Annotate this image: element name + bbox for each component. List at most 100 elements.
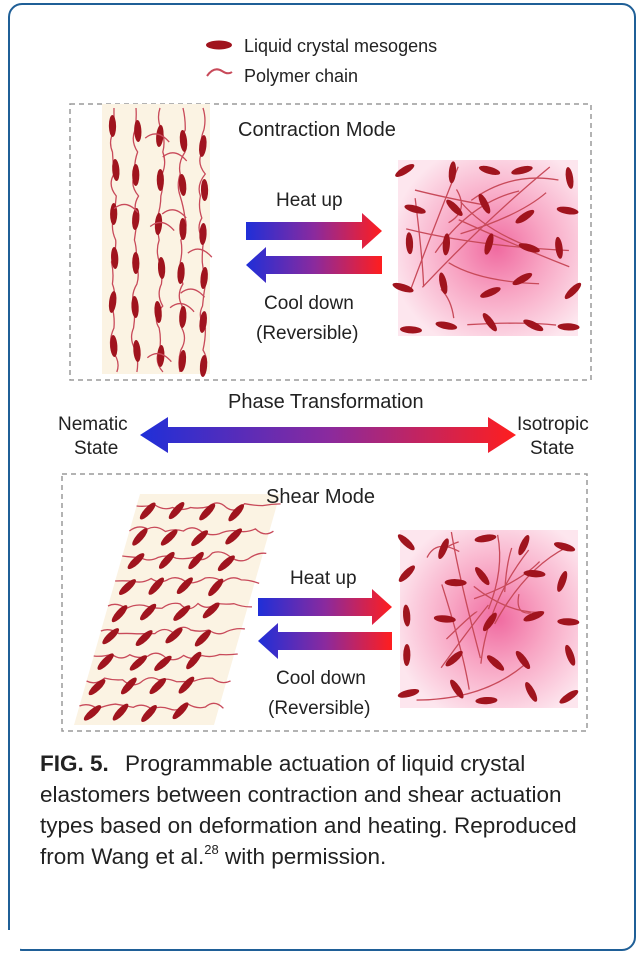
mesogen <box>525 682 538 702</box>
legend-polymer-icon <box>206 68 233 77</box>
mesogen <box>518 534 530 556</box>
mesogen <box>478 193 491 214</box>
polymer-chain <box>169 303 195 313</box>
mesogen <box>129 655 148 671</box>
mesogen <box>482 612 497 632</box>
polymer-chain <box>416 664 525 701</box>
mesogen <box>208 578 224 597</box>
mesogen <box>118 579 136 595</box>
shear-panel-border <box>61 473 588 732</box>
polymer-chain <box>86 677 231 686</box>
mesogen <box>83 705 102 721</box>
polymer-chain <box>467 322 557 326</box>
mesogen <box>141 704 157 722</box>
mesogen <box>553 542 576 552</box>
mesogen <box>112 159 120 181</box>
polymer-chain <box>130 107 140 373</box>
mesogen <box>474 534 497 543</box>
polymer-chain <box>441 584 470 690</box>
mesogen <box>438 538 449 559</box>
figure-caption: FIG. 5. Programmable actuation of liquid… <box>40 748 615 872</box>
polymer-chain <box>473 561 541 600</box>
polymer-chain <box>162 152 188 162</box>
mesogen <box>475 567 490 586</box>
mesogen <box>176 577 193 595</box>
mesogen <box>518 243 540 253</box>
mesogen <box>557 571 568 592</box>
mesogen <box>154 655 172 671</box>
mesogen <box>139 502 156 520</box>
mesogen <box>133 340 141 362</box>
polymer-chain <box>440 604 489 669</box>
mesogen <box>439 272 448 295</box>
mesogen <box>132 528 148 546</box>
polymer-chain <box>504 547 513 593</box>
mesogen <box>110 203 118 225</box>
polymer-chain <box>146 352 172 363</box>
contraction-reversible-label: (Reversible) <box>256 323 358 344</box>
shear-reversible-label: (Reversible) <box>268 698 370 719</box>
phase-double-arrow <box>140 417 516 453</box>
nematic-mesogens-contraction <box>108 107 213 377</box>
mesogen <box>178 676 195 694</box>
mesogen <box>188 551 204 570</box>
mesogen <box>511 165 533 175</box>
mesogen <box>154 301 162 323</box>
mesogen <box>140 603 157 621</box>
mesogen <box>168 502 185 520</box>
contraction-cool-label: Cool down <box>264 293 354 314</box>
nematic-label-1: Nematic <box>58 414 128 435</box>
contraction-heat-label: Heat up <box>276 190 343 211</box>
shear-heat-arrow <box>258 589 392 625</box>
mesogen <box>156 169 164 191</box>
mesogen <box>172 702 189 720</box>
nematic-sample-contraction <box>102 104 210 374</box>
polymer-chain <box>177 107 187 373</box>
polymer-chain <box>421 166 551 288</box>
mesogen <box>200 179 209 201</box>
mesogen <box>160 529 178 546</box>
mesogen <box>191 530 209 547</box>
mesogen <box>177 262 185 284</box>
phase-title: Phase Transformation <box>228 391 424 413</box>
mesogen <box>405 232 414 255</box>
isotropic-mesogens-shear <box>397 531 580 705</box>
polymer-chain <box>460 192 547 235</box>
mesogen <box>442 233 450 256</box>
mesogen <box>194 629 211 647</box>
mesogen <box>397 534 415 551</box>
shear-panel: Shear Mode Heat up Cool down (Reversible… <box>61 473 588 732</box>
polymer-chain <box>187 248 213 258</box>
polymer-chain <box>109 107 119 373</box>
polymer-chain <box>487 534 501 610</box>
mesogen <box>404 204 426 214</box>
mesogen <box>156 125 164 147</box>
mesogen <box>557 323 580 331</box>
shear-cool-arrow <box>258 623 392 659</box>
contraction-panel: Contraction Mode Heat up Cool down (Reve… <box>69 103 592 381</box>
contraction-heat-arrow <box>246 213 382 249</box>
mesogen <box>478 165 501 175</box>
shear-heat-label: Heat up <box>290 568 357 589</box>
legend: Liquid crystal mesogens Polymer chain <box>206 36 437 86</box>
mesogen <box>228 504 245 522</box>
mesogen <box>403 644 411 667</box>
polymer-chain <box>460 201 530 248</box>
contraction-cool-arrow <box>246 247 382 283</box>
polymer-chain <box>161 209 187 219</box>
polymer-chain <box>180 288 206 298</box>
mesogen <box>475 696 498 705</box>
mesogen <box>179 218 187 240</box>
mesogen <box>557 618 580 626</box>
nematic-sample-shear <box>74 494 280 725</box>
isotropic-label-2: State <box>530 438 574 459</box>
mesogen <box>120 677 137 695</box>
mesogen <box>523 319 544 332</box>
lce-diagram: Liquid crystal mesogens Polymer chain Co… <box>58 36 592 732</box>
polymer-chain <box>480 549 530 664</box>
mesogen <box>178 174 187 196</box>
mesogen <box>217 555 235 572</box>
caption-tail: with permission. <box>218 844 387 869</box>
mesogen <box>402 604 411 627</box>
nematic-label-2: State <box>74 438 118 459</box>
